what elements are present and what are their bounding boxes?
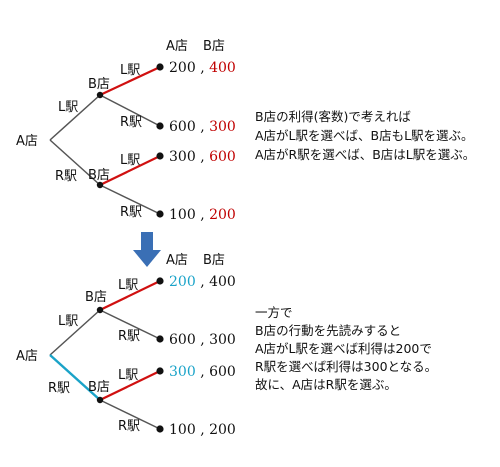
bottom-b-upper-label: B店 bbox=[85, 290, 107, 305]
bottom-note-line-4: R駅を選べば利得は300となる。 bbox=[255, 359, 437, 374]
bottom-header-b: B店 bbox=[203, 253, 225, 268]
top-edge-bu-l bbox=[99, 66, 161, 96]
bottom-payoff-4: 100 , 200 bbox=[169, 422, 236, 438]
top-edge-a-r bbox=[49, 139, 101, 186]
top-note-line-1: B店の利得(客数)で考えれば bbox=[255, 109, 411, 124]
bottom-header-a: A店 bbox=[166, 253, 188, 268]
top-bu-r-label: R駅 bbox=[120, 115, 142, 130]
top-leaf-1 bbox=[156, 63, 164, 71]
down-arrow-icon bbox=[133, 232, 161, 267]
bottom-edge-bl-r bbox=[99, 399, 161, 430]
bottom-edge-bu-r bbox=[99, 309, 161, 340]
top-edge-a-l bbox=[49, 94, 101, 141]
bottom-bu-l-label: L駅 bbox=[118, 278, 138, 293]
bottom-b-lower-label: B店 bbox=[88, 380, 110, 395]
bottom-branch-l-label: L駅 bbox=[58, 314, 78, 329]
bottom-leaf-2 bbox=[156, 335, 164, 343]
top-payoff-4: 100 , 200 bbox=[169, 207, 236, 223]
bottom-leaf-1 bbox=[156, 277, 164, 285]
top-b-lower-label: B店 bbox=[88, 168, 110, 183]
bottom-branch-r-label: R駅 bbox=[48, 381, 70, 396]
top-root-label: A店 bbox=[16, 134, 38, 149]
top-branch-l-label: L駅 bbox=[58, 100, 78, 115]
top-header-a: A店 bbox=[166, 39, 188, 54]
top-header-b: B店 bbox=[203, 39, 225, 54]
top-edge-bl-r bbox=[99, 184, 161, 215]
bottom-edge-bu-l bbox=[99, 280, 161, 311]
top-tree: A店 B店 A店 L駅 R駅 B店 B店 L駅 R駅 L駅 R駅 200 , 4… bbox=[16, 39, 475, 223]
top-bu-l-label: L駅 bbox=[120, 63, 140, 78]
bottom-root-label: A店 bbox=[16, 349, 38, 364]
bottom-bl-r-label: R駅 bbox=[118, 419, 140, 434]
bottom-bu-r-label: R駅 bbox=[118, 329, 140, 344]
bottom-payoff-1: 200 , 400 bbox=[169, 274, 236, 290]
bottom-note-line-5: 故に、A店はR駅を選ぶ。 bbox=[255, 377, 397, 392]
bottom-node-b-lower bbox=[96, 396, 104, 404]
top-bl-l-label: L駅 bbox=[120, 153, 140, 168]
top-node-b-lower bbox=[96, 181, 104, 189]
bottom-leaf-3 bbox=[156, 367, 164, 375]
top-note: B店の利得(客数)で考えれば A店がL駅を選べば、B店もL駅を選ぶ。 A店がR駅… bbox=[255, 109, 475, 162]
bottom-note-line-1: 一方で bbox=[255, 305, 293, 320]
bottom-payoff-3: 300 , 600 bbox=[169, 364, 236, 380]
bottom-node-b-upper bbox=[96, 306, 104, 314]
top-edge-bl-l bbox=[99, 155, 161, 186]
top-branch-r-label: R駅 bbox=[55, 169, 77, 184]
top-payoff-1: 200 , 400 bbox=[169, 60, 236, 76]
bottom-payoff-2: 600 , 300 bbox=[169, 332, 236, 348]
top-leaf-4 bbox=[156, 210, 164, 218]
bottom-edge-a-r bbox=[49, 354, 101, 401]
top-b-upper-label: B店 bbox=[88, 77, 110, 92]
top-leaf-3 bbox=[156, 152, 164, 160]
bottom-edge-bl-l bbox=[99, 370, 161, 401]
bottom-bl-l-label: L駅 bbox=[118, 368, 138, 383]
bottom-note-line-3: A店がL駅を選べば利得は200で bbox=[255, 341, 432, 356]
top-note-line-3: A店がR駅を選べば、B店はL駅を選ぶ。 bbox=[255, 147, 475, 162]
bottom-tree: A店 B店 A店 L駅 R駅 B店 B店 L駅 R駅 L駅 R駅 200 , 4… bbox=[16, 253, 437, 438]
bottom-edge-a-l bbox=[49, 309, 101, 356]
top-node-b-upper bbox=[96, 91, 104, 99]
top-payoff-3: 300 , 600 bbox=[169, 149, 236, 165]
top-note-line-2: A店がL駅を選べば、B店もL駅を選ぶ。 bbox=[255, 128, 474, 143]
top-payoff-2: 600 , 300 bbox=[169, 119, 236, 135]
bottom-note: 一方で B店の行動を先読みすると A店がL駅を選べば利得は200で R駅を選べば… bbox=[255, 305, 437, 392]
top-edge-bu-r bbox=[99, 94, 161, 127]
top-leaf-2 bbox=[156, 122, 164, 130]
bottom-leaf-4 bbox=[156, 425, 164, 433]
bottom-note-line-2: B店の行動を先読みすると bbox=[255, 323, 401, 338]
top-bl-r-label: R駅 bbox=[120, 205, 142, 220]
